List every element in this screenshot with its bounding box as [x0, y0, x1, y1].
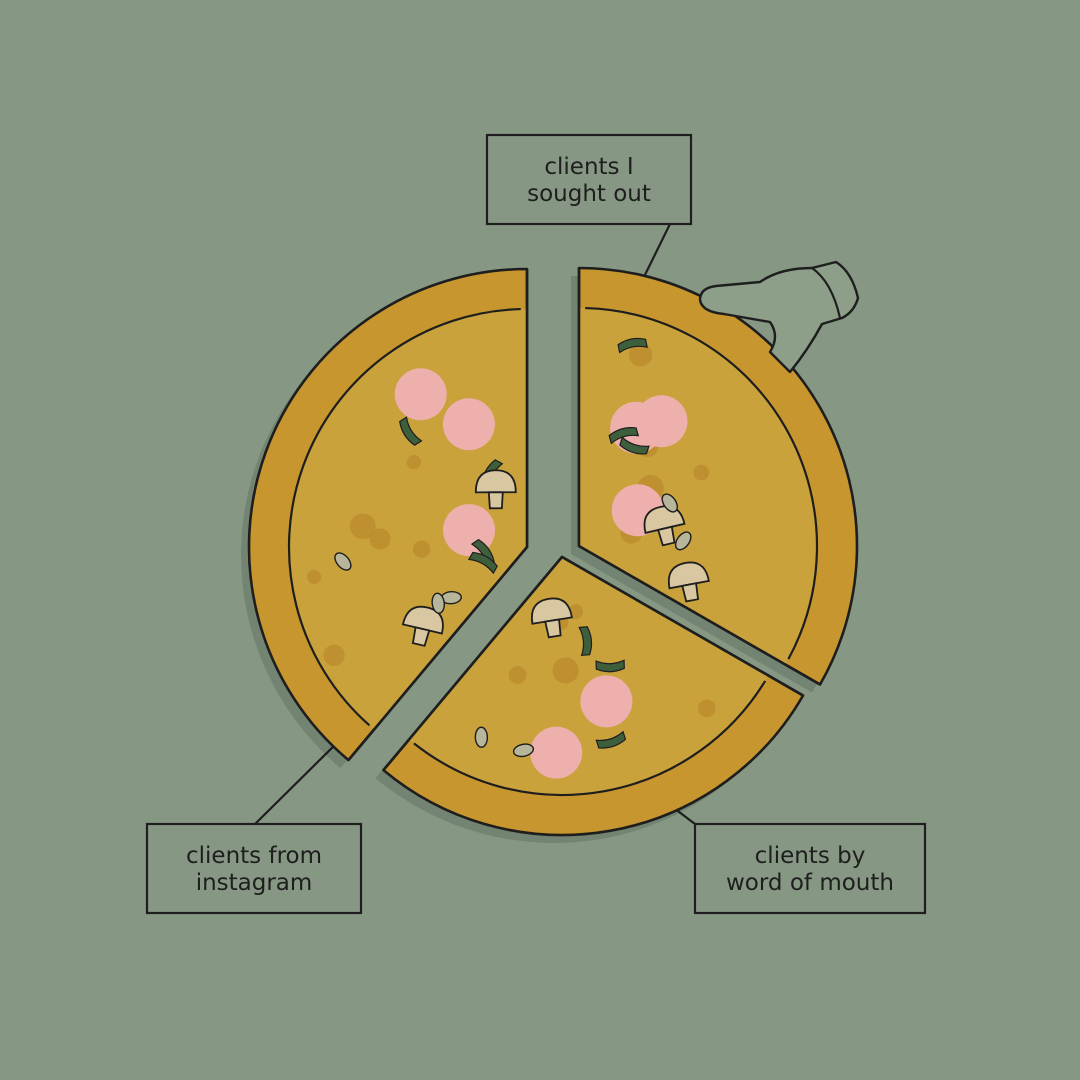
sauce-spot	[628, 343, 653, 367]
sauce-spot	[369, 528, 391, 550]
slice-label-line: clients I	[544, 154, 633, 180]
pepper-icon	[595, 730, 627, 749]
onion-topping	[661, 493, 679, 513]
sauce-spot	[412, 540, 431, 558]
slice-crust-edge	[413, 680, 767, 797]
mushroom-icon	[401, 605, 444, 647]
ham-icon	[580, 675, 633, 728]
mushroom-icon	[667, 561, 710, 603]
ham-icon	[530, 726, 583, 779]
slice-label-line: clients by	[755, 843, 866, 869]
leader-line	[254, 734, 346, 825]
mushroom-icon	[474, 469, 517, 510]
onion-topping	[512, 743, 535, 758]
slice-cut-edge	[382, 555, 804, 771]
sauce-spot	[552, 657, 579, 684]
sleeve-cuff	[811, 267, 842, 319]
slice-label-line: clients from	[186, 843, 322, 869]
slice-crust-edge	[287, 307, 521, 727]
mushroom-icon	[530, 597, 573, 639]
onion-topping	[334, 552, 352, 571]
sauce-spot	[697, 699, 716, 718]
sauce-spot	[323, 644, 345, 666]
ham-icon	[442, 398, 495, 451]
pizza-slices	[240, 266, 859, 843]
toppings	[307, 368, 517, 666]
slice-cheese	[409, 557, 769, 796]
onion-topping	[674, 531, 692, 551]
hand-icon	[698, 260, 860, 374]
pepper-icon	[608, 427, 640, 445]
slice-label-line: instagram	[196, 870, 313, 896]
sauce-spot	[693, 464, 710, 481]
slice-instagram	[240, 267, 529, 769]
slice-label-box-instagram: clients from instagram	[145, 822, 363, 915]
slice-cut-edge	[347, 269, 529, 761]
slice-label-box-sought-out: clients I sought out	[485, 133, 693, 226]
toppings	[608, 337, 710, 603]
slice-label-line: word of mouth	[726, 870, 894, 896]
sauce-spot	[508, 666, 527, 684]
slice-crust-edge	[585, 306, 819, 660]
sauce-spot	[406, 455, 421, 470]
slice-label-line: sought out	[527, 181, 651, 207]
pepper-icon	[467, 551, 498, 575]
pepper-icon	[399, 416, 423, 446]
slice-cheese	[579, 308, 817, 665]
pepper-icon	[619, 436, 650, 455]
ham-icon	[394, 368, 447, 421]
onion-topping	[431, 592, 446, 614]
slice-label-box-word-of-mouth: clients by word of mouth	[693, 822, 927, 915]
sauce-spot	[349, 513, 376, 540]
toppings	[474, 597, 716, 779]
sauce-spot	[307, 569, 322, 585]
pepper-icon	[578, 626, 593, 657]
slice-sought-out	[571, 266, 859, 693]
onion-topping	[474, 726, 489, 748]
mushroom-icon	[643, 505, 686, 547]
pepper-icon	[595, 659, 625, 673]
slice-word-of-mouth	[375, 555, 805, 843]
hand-icon	[698, 260, 860, 374]
pepper-icon	[617, 337, 648, 354]
slice-cut-edge	[577, 268, 821, 686]
